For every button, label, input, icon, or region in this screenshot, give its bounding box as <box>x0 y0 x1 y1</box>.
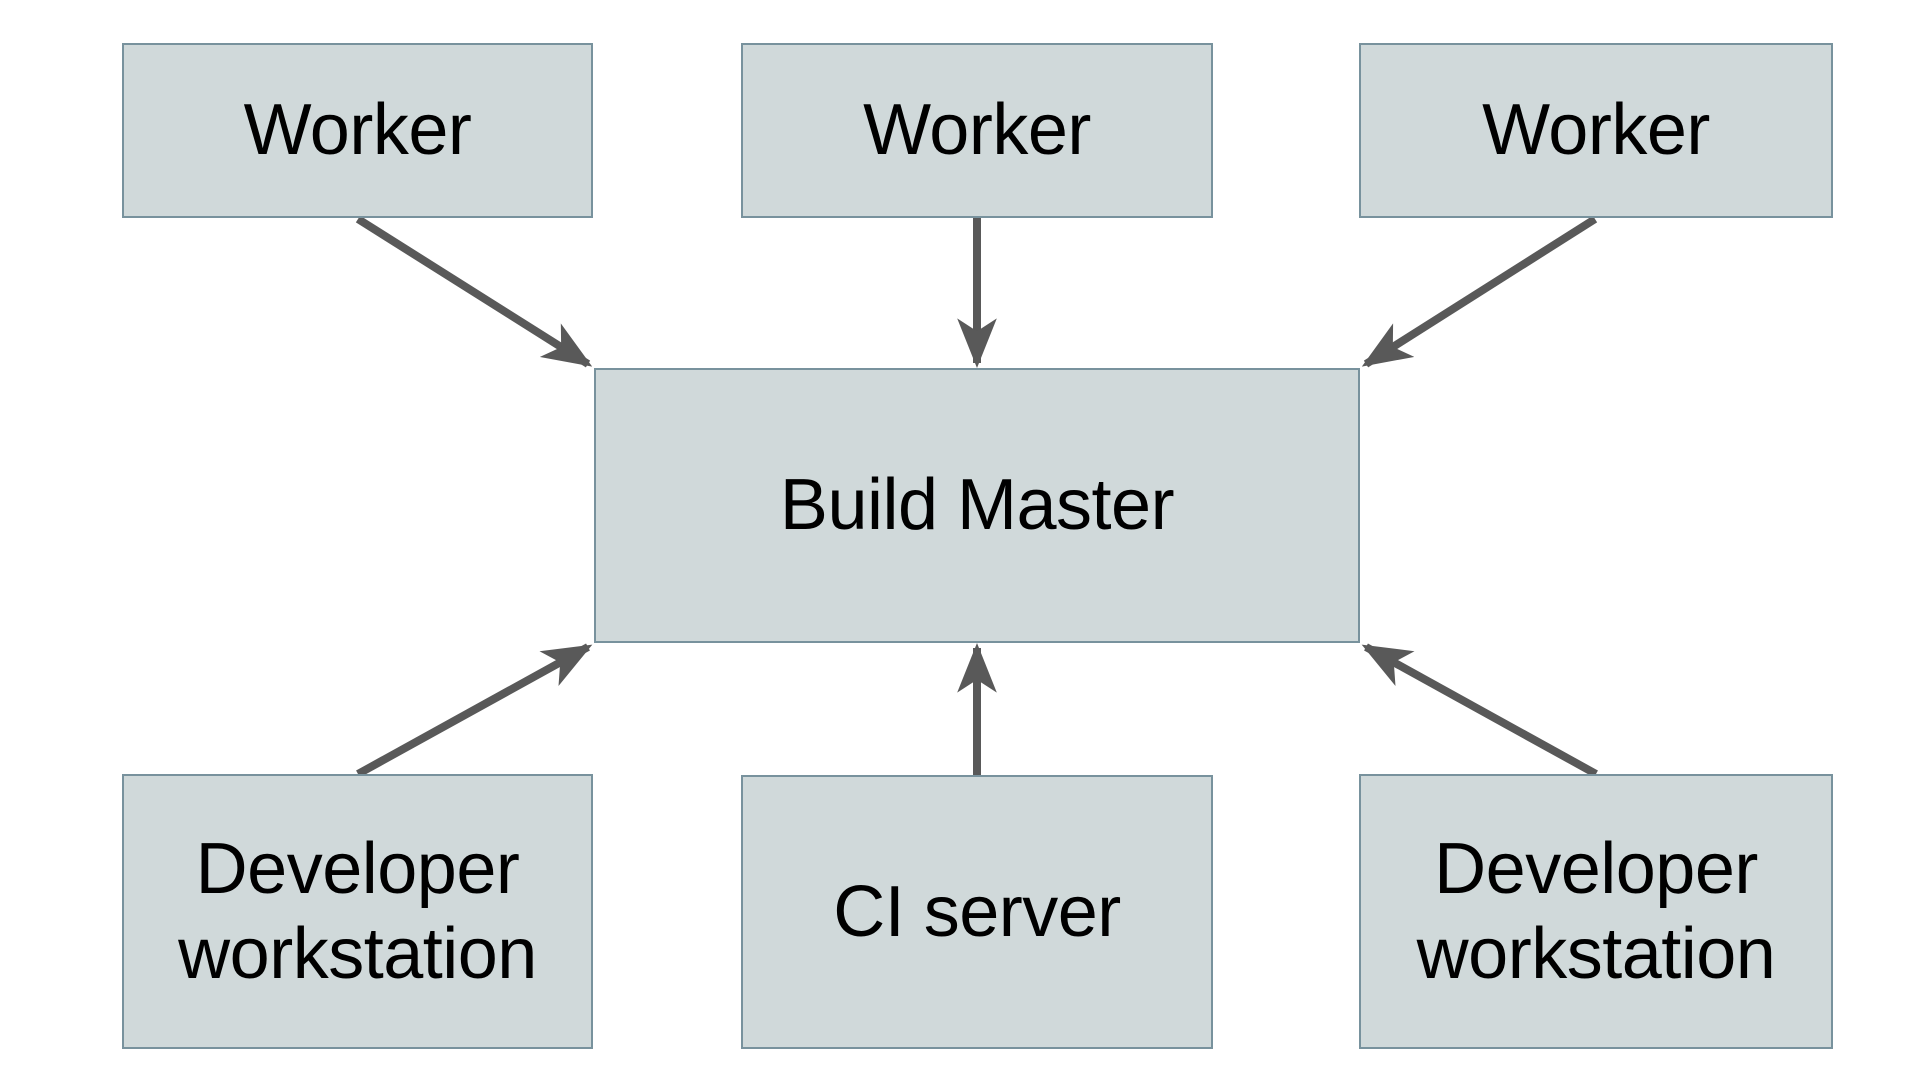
node-dev-workstation-right: Developer workstation <box>1359 774 1833 1049</box>
edge-worker-1-to-build-master <box>355 215 593 368</box>
node-label: CI server <box>833 871 1121 952</box>
node-label: Worker <box>1482 90 1710 171</box>
node-worker-1: Worker <box>122 43 593 218</box>
node-dev-workstation-left: Developer workstation <box>122 774 593 1049</box>
node-label: Developer workstation <box>178 828 537 994</box>
edge-worker-3-to-build-master <box>1361 215 1598 368</box>
edge-dev-workstation-right-to-build-master <box>1361 643 1598 778</box>
node-label: Worker <box>863 90 1091 171</box>
node-label: Worker <box>243 90 472 171</box>
node-build-master: Build Master <box>594 368 1360 643</box>
node-worker-3: Worker <box>1359 43 1833 218</box>
node-worker-2: Worker <box>741 43 1213 218</box>
edge-dev-workstation-left-to-build-master <box>356 643 593 778</box>
node-label: Developer workstation <box>1416 828 1776 994</box>
node-ci-server: CI server <box>741 775 1213 1049</box>
node-label: Build Master <box>779 465 1175 546</box>
